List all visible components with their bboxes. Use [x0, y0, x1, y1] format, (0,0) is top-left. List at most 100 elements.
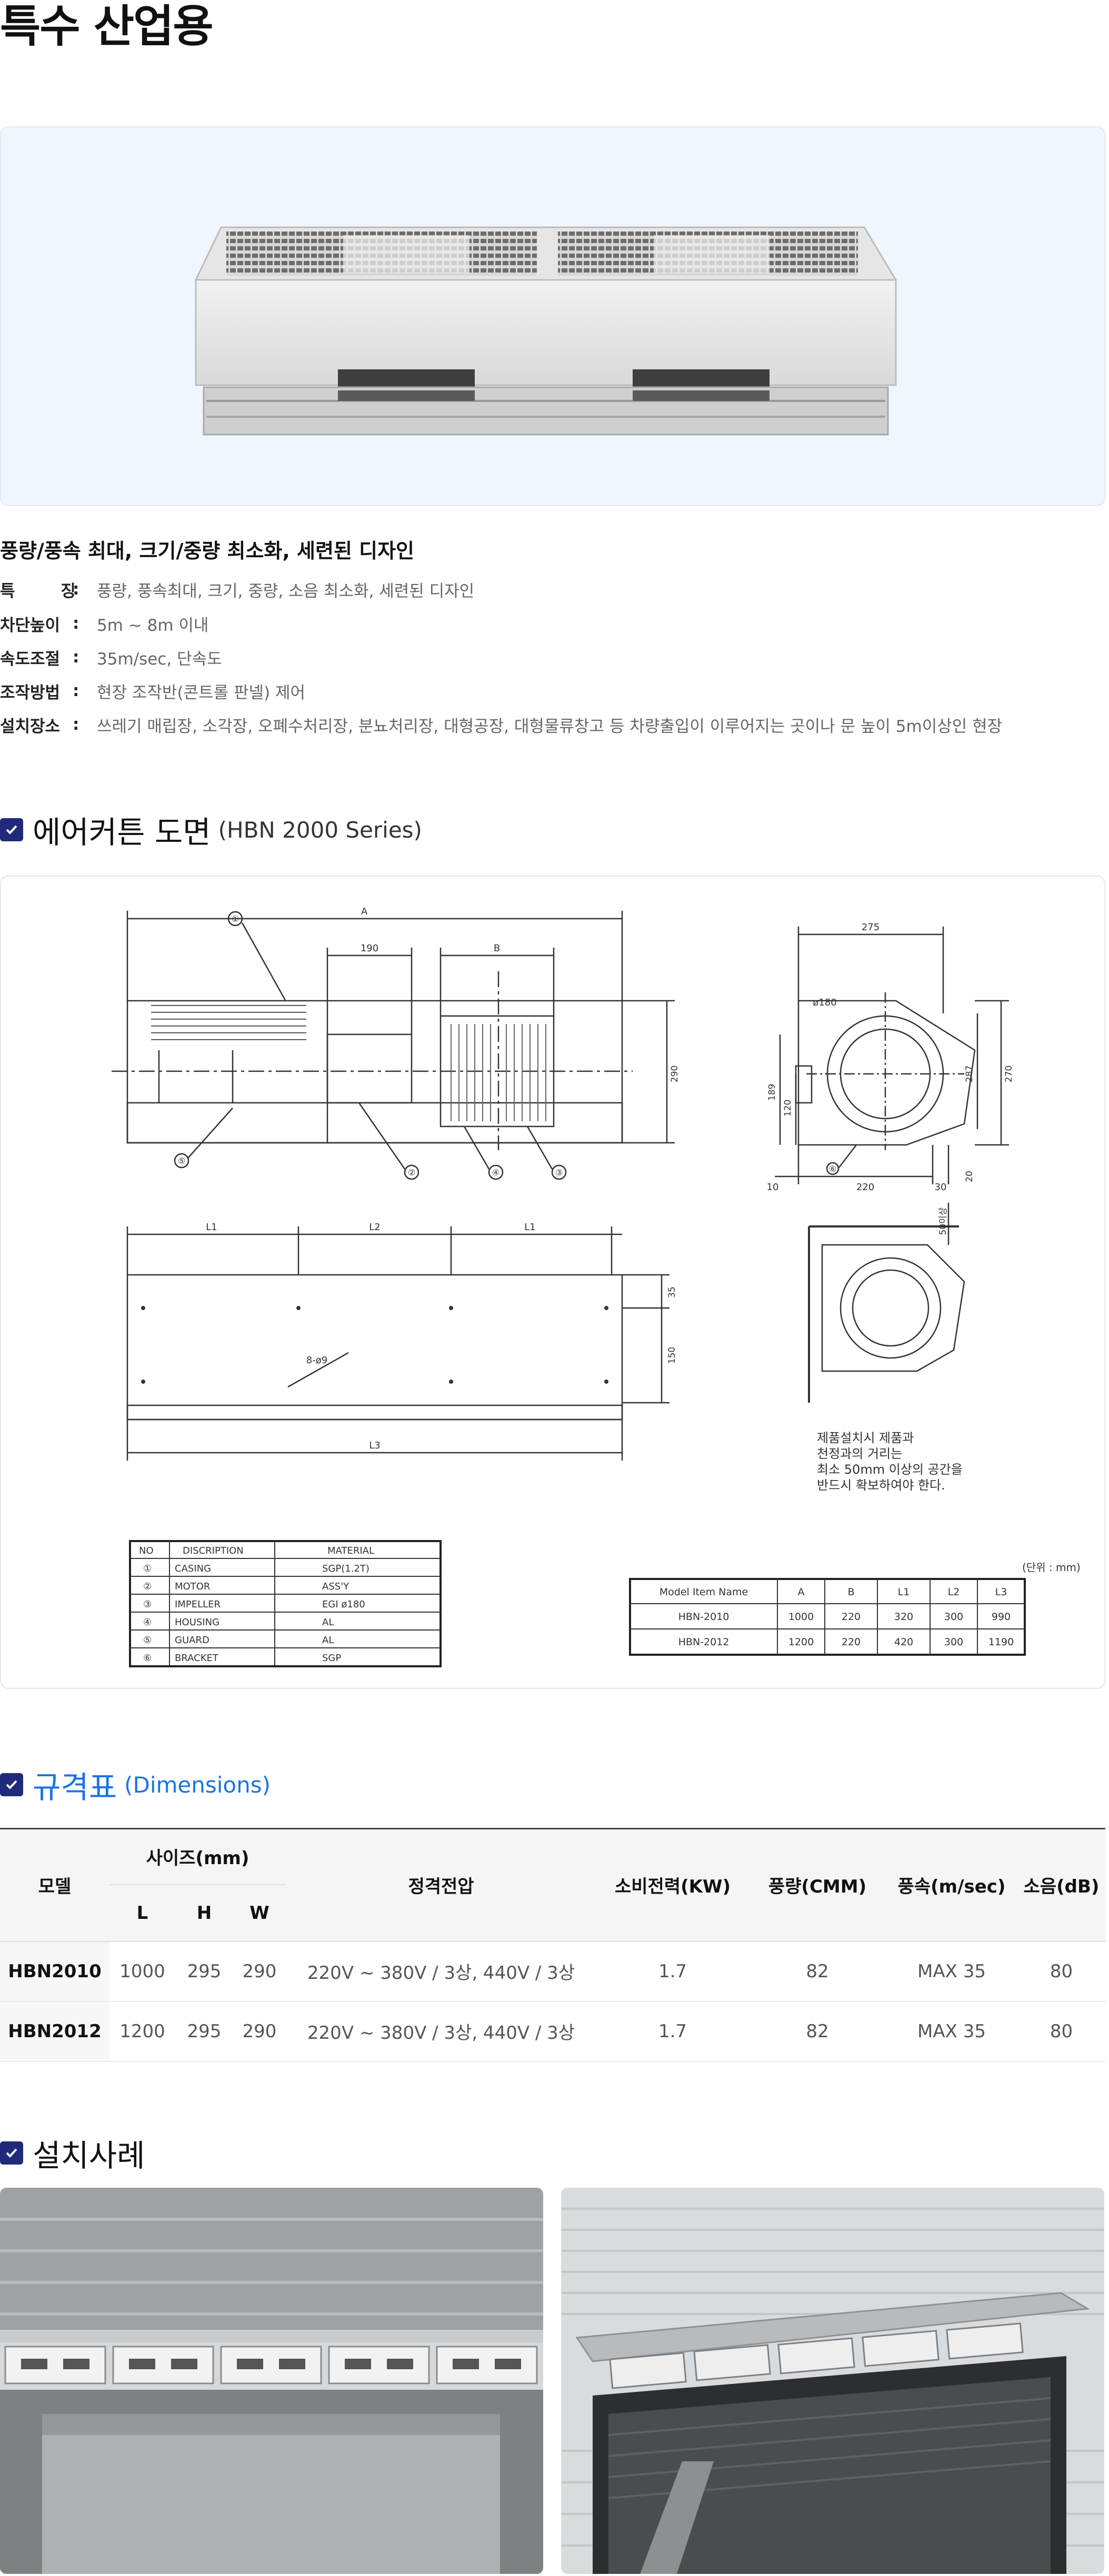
svg-text:IMPELLER: IMPELLER [175, 1599, 221, 1610]
table-row: HBN2012 1200 295 290 220V ~ 380V / 3상, 4… [0, 2001, 1105, 2062]
install-note-line: 제품설치시 제품과 [817, 1431, 914, 1445]
svg-text:HOUSING: HOUSING [175, 1617, 219, 1628]
installation-photo-2 [561, 2188, 1104, 2574]
svg-text:BRACKET: BRACKET [175, 1653, 219, 1664]
svg-text:320: 320 [894, 1611, 913, 1623]
dim-L3: L3 [369, 1440, 380, 1451]
svg-text:CASING: CASING [175, 1563, 211, 1574]
dim-270: 270 [1004, 1065, 1014, 1082]
svg-text:A: A [798, 1586, 805, 1598]
svg-text:420: 420 [894, 1636, 913, 1648]
dim-120: 120 [783, 1100, 793, 1116]
dim-B: B [494, 943, 500, 954]
svg-text:1190: 1190 [988, 1636, 1014, 1648]
feature-label: 속도조절 [0, 649, 61, 669]
dim-20: 20 [964, 1171, 975, 1182]
feature-row: 차단높이 : 5m ~ 8m 이내 [0, 610, 208, 637]
feature-row: 조작방법 : 현장 조작반(콘트롤 판넬) 제어 [0, 678, 305, 704]
model-table: Model Item Name A B L1 L2 L3 HBN-2010 10… [629, 1578, 1026, 1656]
svg-text:HBN-2010: HBN-2010 [678, 1611, 730, 1623]
installation-photo-1 [0, 2188, 543, 2574]
dim-L1-left: L1 [206, 1222, 217, 1233]
col-voltage: 정격전압 [286, 1828, 596, 1942]
dim-150: 150 [667, 1347, 677, 1364]
svg-text:②: ② [143, 1581, 152, 1592]
drawing-section-title: 에어커튼 도면 (HBN 2000 Series) [0, 808, 422, 852]
install-note-line: 천정과의 거리는 [817, 1446, 902, 1461]
checkbox-icon [0, 818, 23, 841]
spec-table: 모델 사이즈(mm) 정격전압 소비전력(KW) 풍량(CMM) 풍속(m/se… [0, 1828, 1105, 2062]
feature-value: 5m ~ 8m 이내 [97, 616, 209, 635]
section-heading: 규격표 [33, 1769, 117, 1805]
product-image-box [0, 126, 1105, 506]
feature-row: 설치장소 : 쓰레기 매립장, 소각장, 오폐수처리장, 분뇨처리장, 대형공장… [0, 711, 1002, 738]
col-model: 모델 [0, 1828, 109, 1942]
col-W: W [233, 1884, 286, 1942]
technical-drawing: A 190 B 275 ø180 220 30 10 L1 L2 L1 L3 8… [112, 906, 1081, 1667]
svg-text:220: 220 [842, 1636, 861, 1648]
svg-text:①: ① [143, 1563, 152, 1574]
callout-1: ① [232, 914, 239, 924]
svg-text:Model Item Name: Model Item Name [660, 1586, 748, 1598]
callout-4: ④ [492, 1168, 499, 1178]
feature-label: 설치장소 [0, 717, 61, 736]
svg-text:ASS'Y: ASS'Y [322, 1581, 349, 1592]
feature-label: 특 징 [0, 581, 96, 601]
checkbox-icon [0, 1773, 23, 1796]
dim-L2: L2 [369, 1222, 380, 1233]
section-subheading: (HBN 2000 Series) [218, 817, 422, 843]
svg-text:MATERIAL: MATERIAL [327, 1545, 374, 1556]
unit-label: (단위 : mm) [1022, 1561, 1081, 1574]
dim-220: 220 [856, 1182, 874, 1193]
section-heading: 에어커튼 도면 [33, 814, 211, 850]
dim-A: A [361, 906, 368, 917]
install-note-line: 반드시 확보하여야 한다. [817, 1478, 945, 1493]
svg-text:L1: L1 [898, 1586, 910, 1598]
install-note-line: 최소 50mm 이상의 공간을 [817, 1462, 963, 1477]
feature-row: 특 징 : 풍량, 풍속최대, 크기, 중량, 소음 최소화, 세련된 디자인 [0, 576, 474, 602]
col-noise: 소음(dB) [1017, 1828, 1105, 1942]
callout-2: ② [408, 1168, 415, 1178]
checkbox-icon [0, 2141, 23, 2165]
section-subheading: (Dimensions) [124, 1772, 271, 1798]
dim-287: 287 [964, 1065, 975, 1082]
feature-label: 차단높이 [0, 616, 61, 635]
svg-text:DISCRIPTION: DISCRIPTION [183, 1545, 244, 1556]
svg-text:1200: 1200 [788, 1636, 814, 1648]
svg-text:B: B [847, 1586, 854, 1598]
feature-value: 35m/sec, 단속도 [97, 649, 222, 669]
svg-text:SGP(1.2T): SGP(1.2T) [322, 1563, 369, 1574]
col-speed: 풍속(m/sec) [886, 1828, 1017, 1942]
col-size: 사이즈(mm) [109, 1828, 286, 1885]
feature-value: 풍량, 풍속최대, 크기, 중량, 소음 최소화, 세련된 디자인 [97, 581, 475, 601]
dim-35: 35 [667, 1286, 677, 1298]
svg-text:220: 220 [842, 1611, 861, 1623]
col-L: L [109, 1884, 175, 1942]
air-curtain-product-image [194, 226, 897, 436]
dim-190: 190 [361, 943, 378, 954]
col-H: H [175, 1884, 233, 1942]
dim-290: 290 [670, 1065, 680, 1082]
svg-text:NO: NO [139, 1545, 154, 1556]
svg-text:1000: 1000 [788, 1611, 814, 1623]
dim-10: 10 [767, 1182, 779, 1193]
col-power: 소비전력(KW) [596, 1828, 749, 1942]
svg-text:④: ④ [143, 1617, 152, 1628]
dim-holes: 8-ø9 [306, 1355, 327, 1366]
svg-text:⑤: ⑤ [143, 1635, 152, 1646]
table-row: HBN2010 1000 295 290 220V ~ 380V / 3상, 4… [0, 1941, 1105, 2002]
svg-text:HBN-2012: HBN-2012 [678, 1636, 730, 1648]
section-heading: 설치사례 [33, 2138, 145, 2174]
dim-189: 189 [767, 1084, 777, 1101]
svg-text:300: 300 [944, 1611, 963, 1623]
dim-50: 50이상 [938, 1207, 948, 1235]
product-headline: 풍량/풍속 최대, 크기/중량 최소화, 세련된 디자인 [0, 539, 415, 562]
parts-table: NO DISCRIPTION MATERIAL ① CASING SGP(1.2… [129, 1540, 442, 1667]
svg-text:SGP: SGP [322, 1653, 341, 1664]
svg-text:AL: AL [322, 1617, 334, 1628]
svg-text:GUARD: GUARD [175, 1635, 209, 1646]
spec-section-title: 규격표 (Dimensions) [0, 1763, 271, 1807]
col-airflow: 풍량(CMM) [749, 1828, 886, 1942]
dim-L1-right: L1 [524, 1222, 535, 1233]
feature-row: 속도조절 : 35m/sec, 단속도 [0, 644, 222, 670]
